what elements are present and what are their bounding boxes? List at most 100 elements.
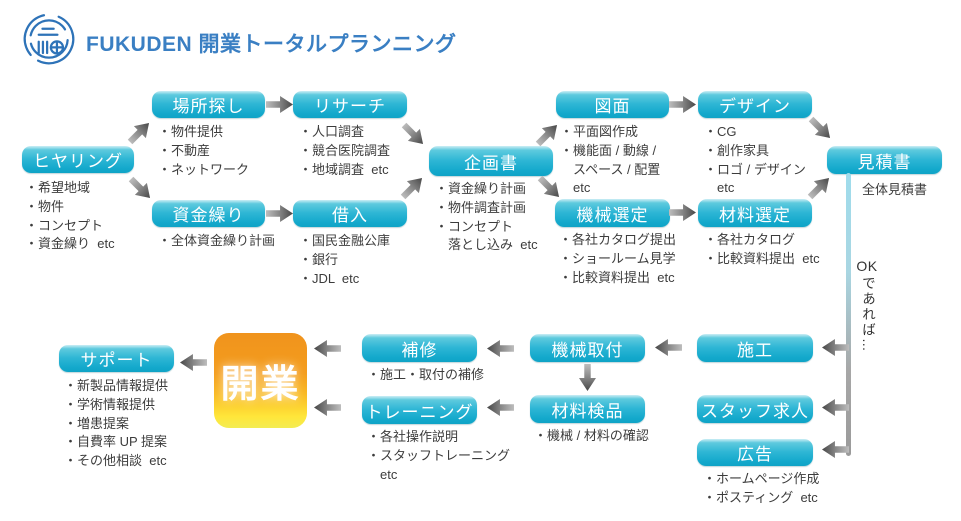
node-material-inspect: 材料検品	[530, 395, 645, 423]
node-borrowing: 借入	[293, 200, 407, 227]
arrow-training-to-opening-icon	[314, 399, 341, 416]
estimate-note: 全体見積書	[862, 182, 928, 197]
training-bullets: ・各社操作説明・スタッフトレーニング etc	[367, 428, 510, 484]
advertising-bullets: ・ホームページ作成・ポスティング etc	[703, 470, 819, 508]
arrow-research-to-proposal-icon	[398, 119, 429, 150]
fukuden-logo-icon	[23, 13, 75, 65]
bullet-item: ・その他相談 etc	[64, 453, 167, 469]
node-proposal: 企画書	[429, 146, 553, 176]
bullet-item: etc	[560, 180, 591, 196]
bullet-item: 落とし込み etc	[435, 237, 538, 253]
bullet-item: ・JDL etc	[299, 270, 360, 286]
bullet-item: ・ホームページ作成	[703, 471, 820, 486]
arrow-line-to-construction-icon	[822, 339, 849, 356]
bullet-item: ・全体資金繰り計画	[158, 233, 276, 248]
arrow-funding-to-borrowing-icon	[266, 205, 293, 222]
node-research-label: リサーチ	[314, 97, 386, 116]
bullet-item: ・機械 / 材料の確認	[534, 428, 649, 443]
node-place: 場所探し	[152, 91, 265, 118]
proposal-bullets: ・資金繰り計画・物件調査計画・コンセプト 落とし込み etc	[435, 180, 538, 255]
node-advertising-label: 広告	[737, 445, 773, 464]
bullet-item: ・物件調査計画	[435, 199, 527, 215]
funding-bullets: ・全体資金繰り計画	[158, 232, 275, 251]
bullet-item: ・比較資料提出 etc	[704, 250, 820, 266]
bullet-item: ・地域調査 etc	[299, 161, 389, 177]
borrowing-bullets: ・国民金融公庫・銀行・JDL etc	[299, 232, 390, 288]
bullet-item: ・増患提案	[64, 415, 130, 431]
node-machine-select-label: 機械選定	[576, 205, 649, 225]
support-bullets: ・新製品情報提供・学術情報提供・増患提案・自費率 UP 提案・その他相談 etc	[64, 377, 168, 471]
repair-bullets: ・施工・取付の補修	[367, 366, 484, 385]
material-select-bullets: ・各社カタログ・比較資料提出 etc	[704, 231, 820, 269]
node-construction-label: 施工	[737, 340, 773, 360]
node-hearing-label: ヒヤリング	[33, 152, 123, 171]
bullet-item: ・希望地域	[25, 180, 91, 195]
bullet-item: ・コンセプト	[435, 218, 514, 234]
arrow-repair-to-opening-icon	[314, 340, 341, 357]
node-repair-label: 補修	[401, 340, 438, 360]
arrow-borrowing-to-proposal-icon	[397, 172, 428, 203]
bullet-item: ・自費率 UP 提案	[64, 434, 168, 450]
design-bullets: ・CG ・創作家具・ロゴ / デザイン etc	[704, 123, 806, 198]
machine-select-bullets: ・各社カタログ提出・ショールーム見学・比較資料提出 etc	[559, 231, 676, 287]
place-bullets: ・物件提供・不動産・ネットワーク	[158, 123, 249, 179]
page-title: FUKUDEN 開業トータルプランニング	[86, 33, 457, 56]
bullet-item: スペース / 配置	[560, 161, 661, 177]
bullet-item: ・ロゴ / デザイン	[704, 161, 806, 177]
bullet-item: ・平面図作成	[560, 124, 639, 139]
arrow-machine-install-to-repair-icon	[487, 340, 514, 357]
node-staff-recruit: スタッフ求人	[697, 395, 813, 423]
material-inspect-bullets: ・機械 / 材料の確認	[534, 427, 649, 446]
node-material-inspect-label: 材料検品	[551, 401, 624, 421]
bullet-item: ・比較資料提出 etc	[559, 269, 675, 285]
node-drawing-label: 図面	[594, 97, 631, 116]
node-opening-label: 開業	[220, 364, 301, 406]
bullet-item: ・資金繰り etc	[25, 236, 115, 252]
ok-flow-label: OK であれば…	[852, 258, 882, 354]
arrow-place-to-research-icon	[266, 96, 293, 113]
arrow-line-to-staff-recruit-icon	[822, 399, 849, 416]
node-drawing: 図面	[556, 91, 669, 118]
bullet-item: etc	[367, 466, 398, 482]
arrow-material-select-to-estimate-icon	[804, 172, 835, 203]
node-construction: 施工	[697, 334, 813, 362]
node-training-label: トレーニング	[365, 402, 474, 422]
arrow-drawing-to-design-icon	[669, 96, 696, 113]
ok-flow-label-text: であれば…	[860, 276, 875, 354]
bullet-item: ・人口調査	[299, 124, 365, 139]
bullet-item: ・機能面 / 動線 /	[560, 142, 657, 158]
ok-flow-line	[846, 173, 851, 456]
bullet-item: ・CG	[704, 124, 737, 139]
node-machine-install: 機械取付	[530, 334, 645, 362]
bullet-item: ・学術情報提供	[64, 396, 156, 412]
node-funding-label: 資金繰り	[172, 206, 245, 225]
node-borrowing-label: 借入	[332, 206, 368, 225]
bullet-item: ・ショールーム見学	[559, 250, 676, 266]
arrow-hearing-to-place-icon	[124, 117, 155, 148]
bullet-item: ・コンセプト	[25, 217, 104, 233]
node-design-label: デザイン	[719, 97, 791, 116]
bullet-item: ・国民金融公庫	[299, 233, 391, 248]
arrow-opening-to-support-icon	[180, 354, 207, 371]
node-repair: 補修	[362, 334, 477, 362]
bullet-item: etc	[704, 180, 735, 196]
node-staff-recruit-label: スタッフ求人	[701, 401, 809, 421]
node-material-select-label: 材料選定	[719, 205, 791, 225]
arrow-machine-install-to-material-inspect-icon	[579, 364, 596, 391]
bullet-item: ・競合医院調査	[299, 142, 391, 158]
node-material-select: 材料選定	[698, 199, 812, 227]
bullet-item: ・創作家具	[704, 142, 770, 158]
node-machine-install-label: 機械取付	[551, 340, 624, 360]
node-research: リサーチ	[293, 91, 407, 118]
node-support: サポート	[59, 345, 174, 372]
node-opening: 開業	[214, 333, 307, 428]
node-machine-select: 機械選定	[555, 199, 670, 227]
node-hearing: ヒヤリング	[22, 146, 134, 173]
bullet-item: ・資金繰り計画	[435, 181, 527, 196]
drawing-bullets: ・平面図作成・機能面 / 動線 / スペース / 配置 etc	[560, 123, 660, 198]
arrow-line-to-advertising-icon	[822, 441, 849, 458]
arrow-machine-select-to-material-select-icon	[669, 204, 696, 221]
bullet-item: ・物件提供	[158, 124, 224, 139]
node-place-label: 場所探し	[172, 97, 245, 116]
node-advertising: 広告	[697, 439, 813, 466]
